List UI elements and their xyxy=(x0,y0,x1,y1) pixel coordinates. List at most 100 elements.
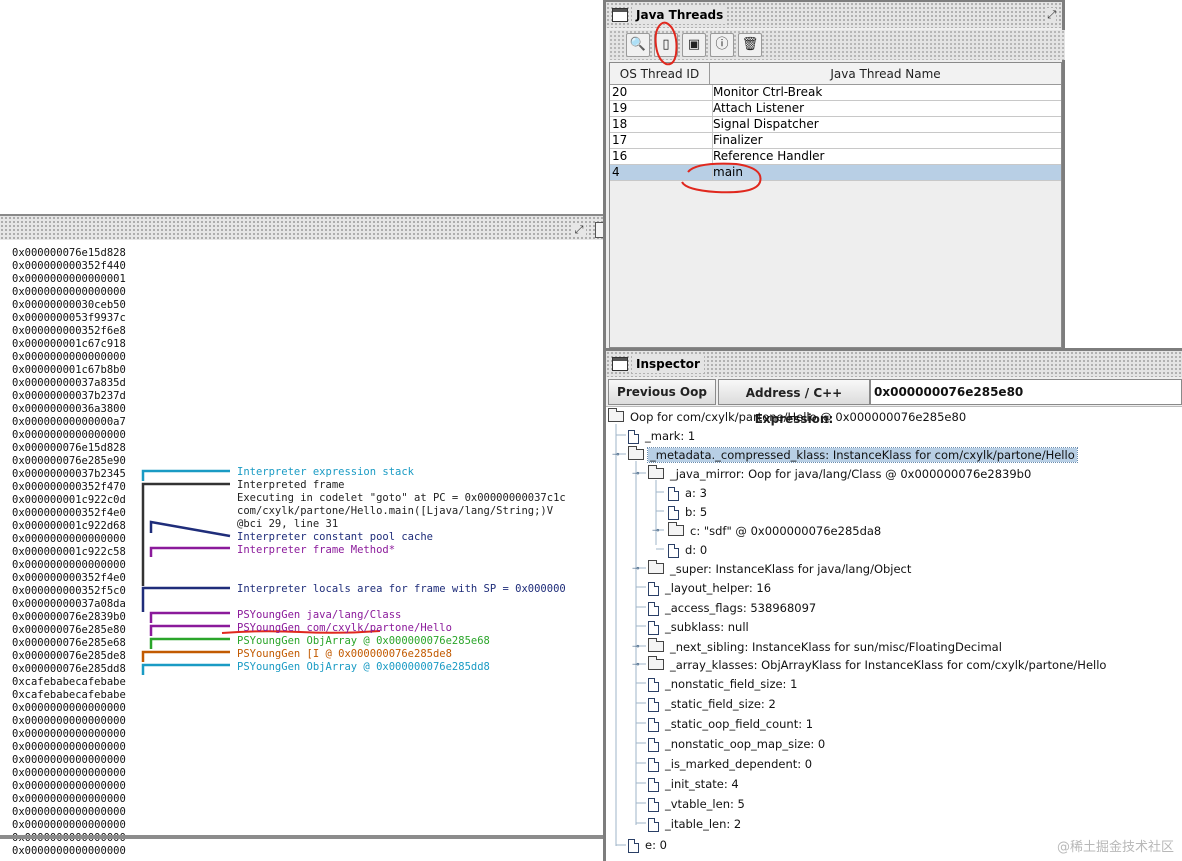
bracket-intarray xyxy=(141,650,230,662)
column-java-thread-name[interactable]: Java Thread Name xyxy=(830,67,941,81)
stack-address: 0x000000001c922d68 xyxy=(12,520,126,532)
table-row[interactable]: 19 Attach Listener xyxy=(610,101,1061,117)
tree-node-selected[interactable]: _metadata._compressed_klass: InstanceKla… xyxy=(628,446,1078,464)
folder-icon xyxy=(628,446,644,460)
annotation-objarray: PSYoungGen ObjArray @ 0x000000076e285e68 xyxy=(237,635,490,647)
stack-address: 0x0000000000000000 xyxy=(12,754,126,766)
column-os-thread-id[interactable]: OS Thread ID xyxy=(610,63,710,85)
row-thread-id: 16 xyxy=(612,149,628,163)
stack-address: 0x000000000352f440 xyxy=(12,260,126,272)
tree-node[interactable]: d: 0 xyxy=(668,541,709,559)
folder-icon xyxy=(648,656,664,670)
tree-node[interactable]: _subklass: null xyxy=(648,618,751,636)
table-row-selected[interactable]: 4 main xyxy=(610,165,1061,181)
folder-icon xyxy=(648,560,664,574)
tree-node[interactable]: _is_marked_dependent: 0 xyxy=(648,755,814,773)
file-icon xyxy=(648,737,659,752)
tree-node[interactable]: _nonstatic_field_size: 1 xyxy=(648,675,799,693)
tree-node[interactable]: e: 0 xyxy=(628,836,669,854)
oop-tree: Oop for com/cxylk/partone/Hello @ 0x0000… xyxy=(606,408,1182,861)
annotation-bci: @bci 29, line 31 xyxy=(237,518,339,530)
stack-pane-titlebar[interactable] xyxy=(0,214,603,240)
folder-icon xyxy=(668,522,684,536)
stack-address: 0x0000000000000000 xyxy=(12,780,126,792)
tree-node[interactable]: _vtable_len: 5 xyxy=(648,795,747,813)
threads-titlebar[interactable]: Java Threads ⤢ xyxy=(606,2,1062,28)
file-icon xyxy=(648,620,659,635)
expand-toggle-icon[interactable]: ⊸ xyxy=(632,642,640,652)
tree-node[interactable]: _itable_len: 2 xyxy=(648,815,743,833)
previous-oop-button[interactable]: Previous Oop xyxy=(608,379,716,405)
window-icon xyxy=(612,8,628,22)
expand-toggle-icon[interactable]: ⊸ xyxy=(632,564,640,574)
find-crashes-icon[interactable]: ⓘ xyxy=(710,33,734,57)
table-header: OS Thread ID Java Thread Name xyxy=(610,63,1061,85)
stack-address: 0x0000000000000000 xyxy=(12,741,126,753)
tree-node[interactable]: _access_flags: 538968097 xyxy=(648,599,818,617)
stack-address: 0x0000000000000000 xyxy=(12,351,126,363)
table-row[interactable]: 16 Reference Handler xyxy=(610,149,1061,165)
tree-node[interactable]: c: "sdf" @ 0x000000076e285da8 xyxy=(668,522,883,540)
stack-address: 0x000000000352f4e0 xyxy=(12,507,126,519)
maximize-icon[interactable]: ⤢ xyxy=(572,223,586,237)
annotation-locals: Interpreter locals area for frame with S… xyxy=(237,583,566,595)
table-row[interactable]: 20 Monitor Ctrl-Break xyxy=(610,85,1061,101)
annotation-objarray2: PSYoungGen ObjArray @ 0x000000076e285dd8 xyxy=(237,661,490,673)
stack-address: 0x0000000000000000 xyxy=(12,559,126,571)
tree-node[interactable]: _static_oop_field_count: 1 xyxy=(648,715,815,733)
row-thread-name: Signal Dispatcher xyxy=(712,117,1052,132)
file-icon xyxy=(648,677,659,692)
stack-address: 0x000000001c67c918 xyxy=(12,338,126,350)
inspector-title: Inspector xyxy=(632,355,704,373)
annotation-interpreted-frame: Interpreted frame xyxy=(237,479,345,491)
file-icon xyxy=(668,486,679,501)
annotation-class-oop: PSYoungGen java/lang/Class xyxy=(237,609,402,621)
tree-node-root[interactable]: Oop for com/cxylk/partone/Hello @ 0x0000… xyxy=(608,408,968,426)
stack-address: 0x0000000000000000 xyxy=(12,286,126,298)
tree-node[interactable]: _mark: 1 xyxy=(628,427,697,445)
annotation-constant-pool: Interpreter constant pool cache xyxy=(237,531,433,543)
file-icon xyxy=(648,817,659,832)
thread-info-icon[interactable]: ▣ xyxy=(682,33,706,57)
tree-node[interactable]: _java_mirror: Oop for java/lang/Class @ … xyxy=(648,465,1033,483)
stack-address: 0x000000076e285e68 xyxy=(12,637,126,649)
stack-address: 0xcafebabecafebabe xyxy=(12,676,126,688)
inspector-window: Inspector Previous Oop Address / C++ Exp… xyxy=(603,348,1182,861)
magnifier-icon[interactable]: 🔍 xyxy=(626,33,650,57)
tree-node[interactable]: _array_klasses: ObjArrayKlass for Instan… xyxy=(648,656,1108,674)
bracket-interpreted-frame xyxy=(141,482,230,586)
table-row[interactable]: 18 Signal Dispatcher xyxy=(610,117,1061,133)
tree-node[interactable]: _super: InstanceKlass for java/lang/Obje… xyxy=(648,560,913,578)
expand-toggle-icon[interactable]: ⊸ xyxy=(612,450,620,460)
tree-node[interactable]: _init_state: 4 xyxy=(648,775,741,793)
stack-address: 0x0000000000000000 xyxy=(12,767,126,779)
expand-toggle-icon[interactable]: ⊸ xyxy=(632,469,640,479)
file-icon xyxy=(648,757,659,772)
tree-node[interactable]: _nonstatic_oop_map_size: 0 xyxy=(648,735,827,753)
stack-address: 0x0000000000000000 xyxy=(12,793,126,805)
expand-toggle-icon[interactable]: ⊸ xyxy=(652,526,660,536)
pane-bottom-border xyxy=(0,835,603,839)
tree-node[interactable]: b: 5 xyxy=(668,503,709,521)
annotation-hello-oop: PSYoungGen com/cxylk/partone/Hello xyxy=(237,622,452,634)
row-thread-id: 18 xyxy=(612,117,628,131)
address-expression-input[interactable] xyxy=(870,379,1182,405)
expand-toggle-icon[interactable]: ⊸ xyxy=(632,660,640,670)
bracket-expression-stack xyxy=(141,469,230,481)
table-row[interactable]: 17 Finalizer xyxy=(610,133,1061,149)
tree-node[interactable]: _static_field_size: 2 xyxy=(648,695,778,713)
maximize-icon[interactable]: ⤢ xyxy=(1047,8,1056,22)
tree-node[interactable]: _next_sibling: InstanceKlass for sun/mis… xyxy=(648,638,1004,656)
inspector-titlebar[interactable]: Inspector xyxy=(606,351,1182,377)
tree-node[interactable]: a: 3 xyxy=(668,484,709,502)
tree-node[interactable]: _layout_helper: 16 xyxy=(648,579,773,597)
stack-memory-icon[interactable]: ▯ xyxy=(654,33,678,57)
folder-icon xyxy=(648,465,664,479)
stack-address: 0x000000076e15d828 xyxy=(12,247,126,259)
stack-address: 0x000000076e285e90 xyxy=(12,455,126,467)
trash-icon[interactable]: 🗑 xyxy=(738,33,762,57)
inspector-controls: Previous Oop Address / C++ Expression: xyxy=(606,377,1182,426)
stack-address: 0x00000000030ceb50 xyxy=(12,299,126,311)
bracket-objarray2 xyxy=(141,663,230,675)
